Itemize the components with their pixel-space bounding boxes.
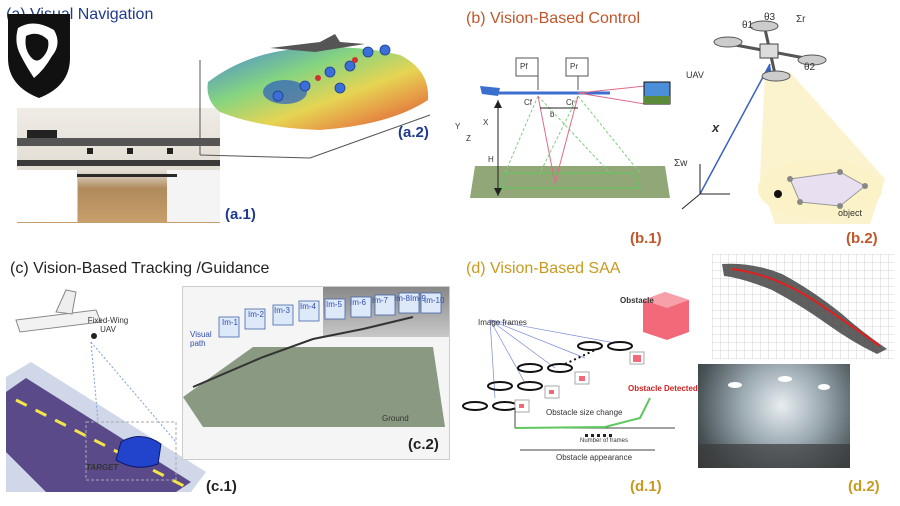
d1-appearance: Obstacle appearance — [556, 453, 633, 462]
point-cloud-map — [712, 254, 894, 359]
uav-pose-diagram — [681, 20, 885, 224]
label-c2: (c.2) — [408, 436, 439, 453]
c2-frame-8: Im-8 — [394, 294, 410, 303]
tunnel-fog-photo — [698, 364, 850, 468]
c2-frame-1: Im-1 — [222, 318, 238, 327]
b1-cf: Cf — [524, 98, 532, 107]
b2-theta1: θ1 — [742, 20, 754, 31]
c2-frame-3: Im-3 — [274, 306, 290, 315]
label-a2: (a.2) — [398, 124, 429, 141]
d1-image-frames: Image frames — [478, 318, 527, 327]
c2-path: Visual path — [190, 330, 212, 348]
c1-target: TARGET — [86, 463, 119, 472]
b1-y: Y — [455, 122, 461, 131]
b1-cr: Cr — [566, 98, 575, 107]
c2-frame-9: Im-9 — [410, 294, 426, 303]
tracking-road-scene — [6, 289, 206, 492]
b2-sigma-w: Σw — [674, 158, 688, 169]
c1-uav-label: Fixed-Wing UAV — [87, 316, 129, 334]
section-b-title: (b) Vision-Based Control — [466, 10, 641, 27]
c2-frame-2: Im-2 — [248, 310, 264, 319]
label-d2: (d.2) — [848, 478, 880, 495]
b2-x: x — [712, 120, 720, 135]
lion-shield-icon — [8, 14, 70, 98]
terrain-3d-plot — [199, 34, 431, 159]
b2-uav: UAV — [686, 70, 704, 80]
c2-ground: Ground — [382, 414, 409, 423]
b1-z: Z — [466, 134, 471, 143]
c2-frame-5: Im-5 — [326, 300, 342, 309]
b1-pr: Pr — [570, 62, 578, 71]
c2-frame-10: Im-10 — [424, 296, 445, 305]
c2-frame-7: Im-7 — [372, 296, 388, 305]
section-d-title: (d) Vision-Based SAA — [466, 260, 621, 277]
b2-object: object — [838, 208, 863, 218]
label-b2: (b.2) — [846, 230, 878, 247]
b1-b: b — [550, 110, 555, 119]
b2-sigma-r: Σr — [796, 14, 806, 25]
d1-num-frames: Number of frames — [580, 438, 629, 444]
label-a1: (a.1) — [225, 206, 256, 223]
lab-room-photo — [17, 108, 220, 223]
d1-size-change: Obstacle size change — [546, 408, 623, 417]
c2-frame-6: Im-6 — [350, 298, 366, 307]
b2-theta2: θ2 — [804, 62, 816, 73]
b1-pf: Pf — [520, 62, 528, 71]
b2-theta3: θ3 — [764, 12, 776, 23]
b1-x: X — [483, 118, 489, 127]
c2-frame-4: Im-4 — [300, 302, 316, 311]
d1-detected: Obstacle Detected — [628, 384, 698, 393]
visual-path-scene — [182, 286, 450, 460]
saa-detection-diagram — [462, 292, 689, 451]
section-c-title: (c) Vision-Based Tracking /Guidance — [10, 260, 270, 277]
label-c1: (c.1) — [206, 478, 237, 495]
label-d1: (d.1) — [630, 478, 662, 495]
d1-obstacle: Obstacle — [620, 296, 654, 305]
label-b1: (b.1) — [630, 230, 662, 247]
stereo-control-diagram — [470, 57, 671, 198]
b1-h: H — [488, 155, 494, 164]
